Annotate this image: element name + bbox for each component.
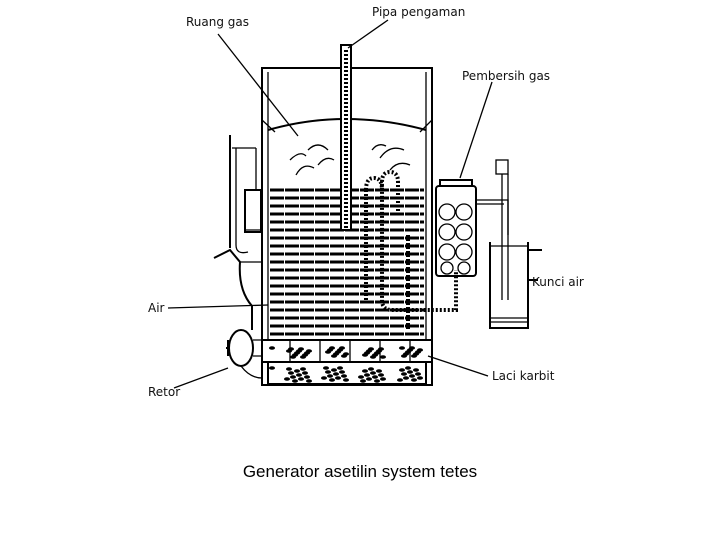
label-kunci-air: Kunci air <box>532 275 584 289</box>
gas-bubbles <box>289 144 411 176</box>
label-laci-karbit: Laci karbit <box>492 369 555 383</box>
gas-outlet-pipe <box>364 169 458 330</box>
label-pembersih-gas: Pembersih gas <box>462 69 550 83</box>
water-lines <box>270 188 424 336</box>
safety-pipe <box>340 44 352 231</box>
figure-caption: Generator asetilin system tetes <box>242 462 478 481</box>
water-lock <box>489 159 542 329</box>
retor-crank <box>226 329 263 379</box>
label-retor: Retor <box>148 385 180 399</box>
label-air: Air <box>148 301 165 315</box>
water-gauge <box>229 135 262 254</box>
generator-tank <box>261 67 433 386</box>
label-pipa-pengaman: Pipa pengaman <box>372 5 465 19</box>
water-funnel <box>213 248 262 330</box>
gas-purifier <box>435 179 509 277</box>
leader-lines <box>167 19 493 389</box>
carbide-drawer <box>262 339 433 385</box>
label-ruang-gas: Ruang gas <box>186 15 249 29</box>
